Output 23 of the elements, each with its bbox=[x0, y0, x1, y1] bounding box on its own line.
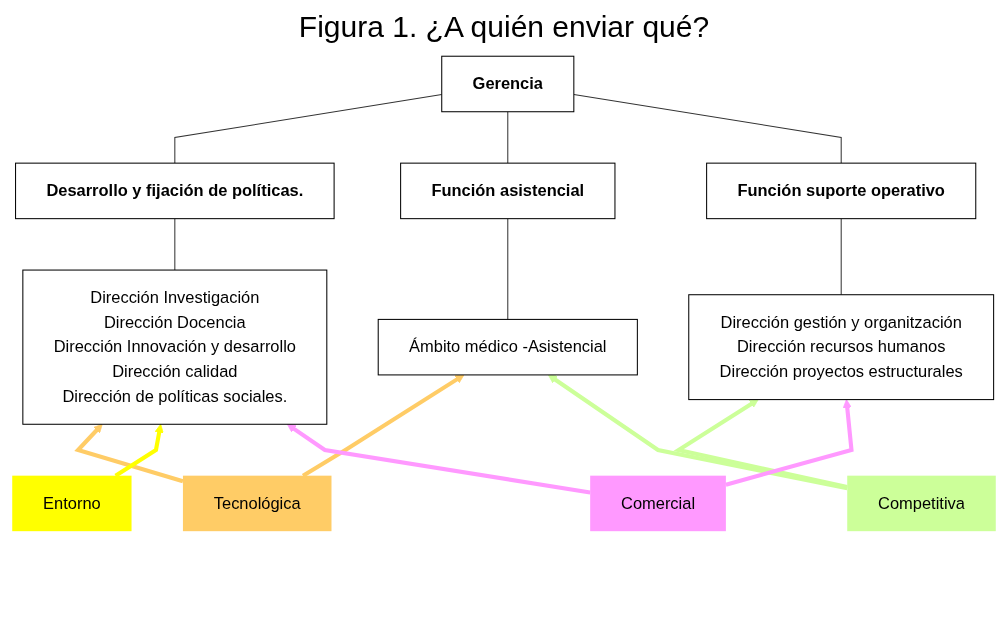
arrow bbox=[725, 399, 854, 487]
node-box: Desarrollo y fijación de políticas. bbox=[15, 162, 335, 220]
connector bbox=[507, 111, 509, 164]
node-box: Competitiva bbox=[847, 475, 996, 532]
node-box: Dirección gestión y organitzación Dirección recursos humanos Dirección proyectos estructurales bbox=[688, 294, 995, 401]
node-box: Entorno bbox=[12, 475, 132, 532]
connector bbox=[507, 218, 509, 320]
node-box: Dirección Investigación Dirección Docencia Dirección Innovación y desarrollo Dirección calidad Dirección de políticas sociales. bbox=[22, 269, 328, 425]
node-box: Gerencia bbox=[441, 55, 575, 113]
diagram-title: Figura 1. ¿A quién enviar qué? bbox=[298, 10, 710, 44]
node-box: Comercial bbox=[590, 475, 726, 532]
node-box: Tecnológica bbox=[182, 475, 332, 532]
arrow bbox=[114, 423, 164, 478]
connector bbox=[174, 218, 176, 271]
arrow bbox=[286, 423, 591, 495]
connector bbox=[573, 94, 842, 164]
node-box: Función asistencial bbox=[400, 162, 616, 220]
arrow bbox=[547, 374, 848, 491]
node-box: Función suporte operativo bbox=[706, 162, 977, 220]
arrow bbox=[301, 374, 465, 478]
connector bbox=[840, 218, 842, 296]
arrow bbox=[74, 423, 184, 484]
node-box: Ámbito médico -Asistencial bbox=[377, 318, 638, 376]
